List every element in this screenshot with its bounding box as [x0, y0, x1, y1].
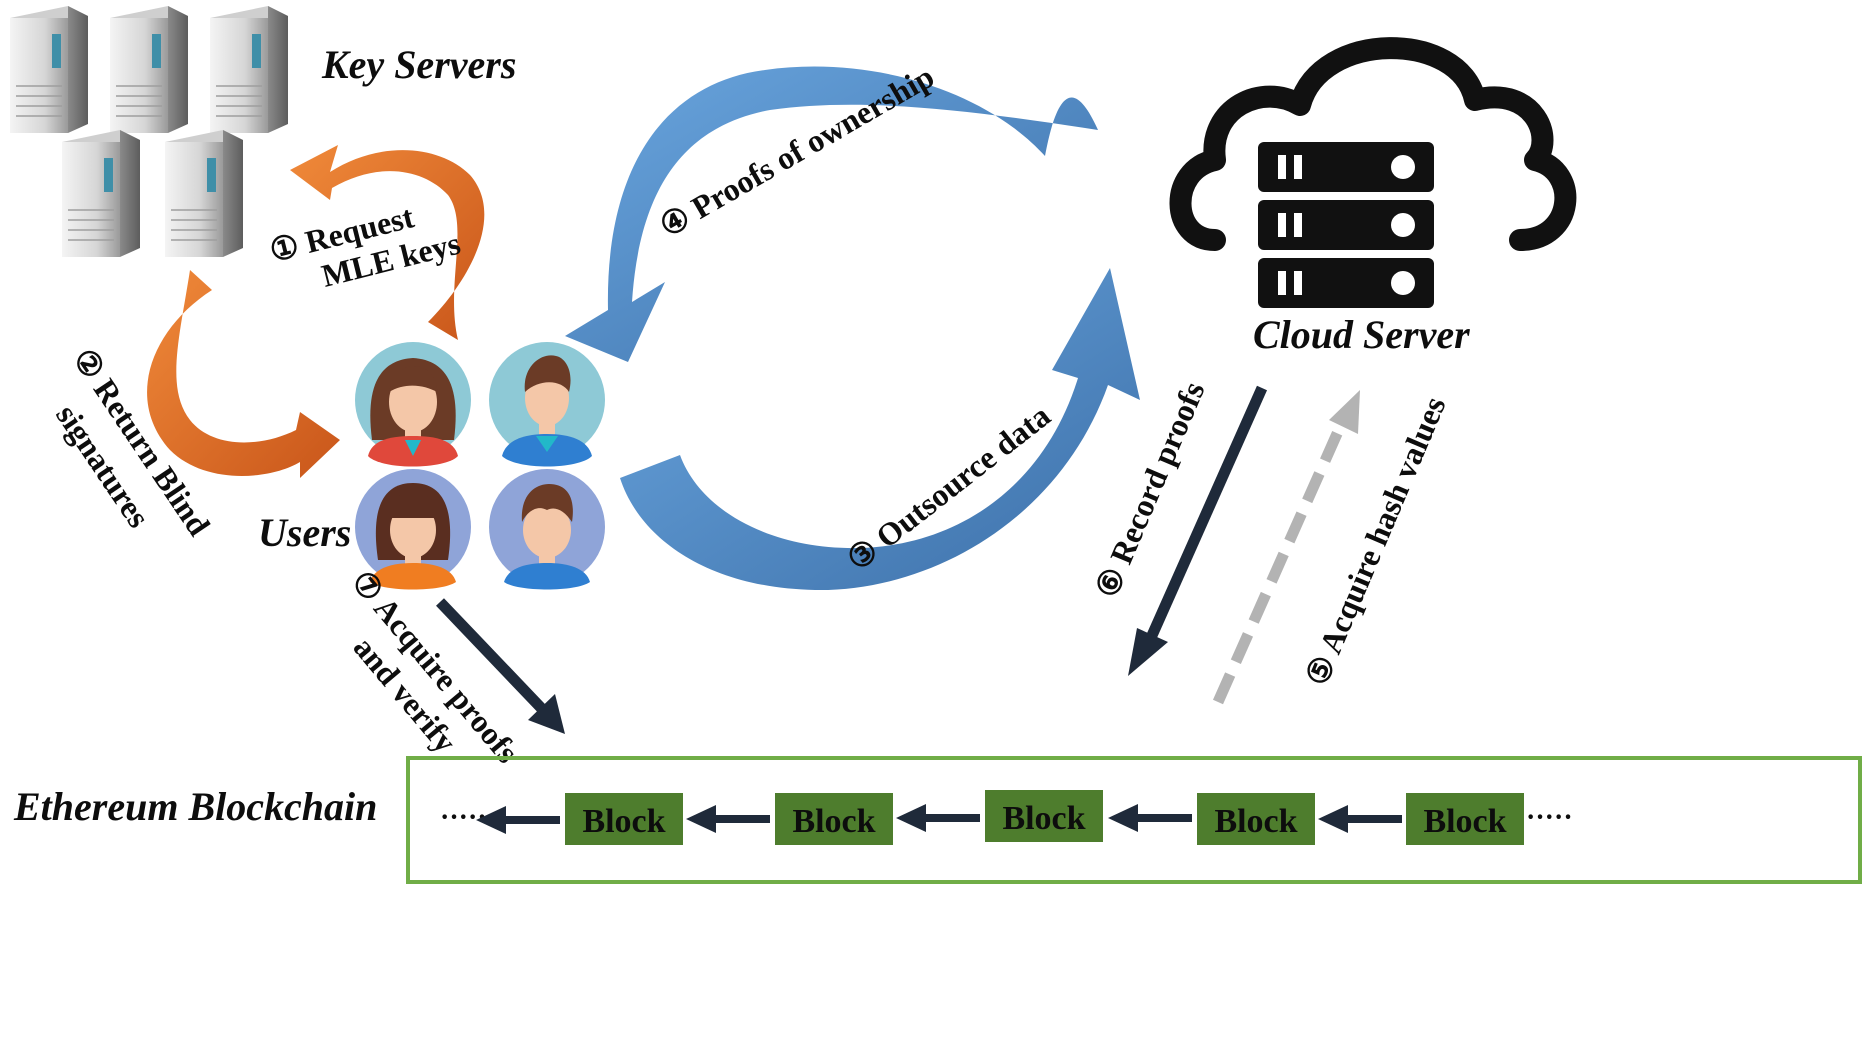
block-label: Block: [792, 803, 875, 840]
outsource-data-arrow: [620, 268, 1140, 591]
users-label: Users: [258, 510, 351, 555]
server-tower-icon: [61, 129, 141, 258]
user-avatar-icon: [489, 342, 605, 467]
step5-label: ⑤ Acquire hash values: [1298, 391, 1452, 690]
return-signatures-arrow: [147, 270, 340, 478]
server-tower-icon: [164, 129, 244, 258]
block-1: Block: [565, 793, 683, 845]
record-proofs-arrow: [1128, 385, 1268, 676]
block-2: Block: [775, 793, 893, 845]
key-servers-group: [9, 5, 289, 258]
block-4: Block: [1197, 793, 1315, 845]
block-label: Block: [1214, 803, 1297, 840]
server-tower-icon: [109, 5, 189, 134]
cloud-server-icon: [1169, 37, 1577, 308]
blockchain-blocks: Block Block Block Block Block: [565, 790, 1524, 845]
chain-link-arrow: [896, 804, 980, 832]
block-label: Block: [582, 803, 665, 840]
server-tower-icon: [9, 5, 89, 134]
chain-ellipsis-left: ·····: [440, 802, 487, 833]
chain-link-arrows: [476, 804, 1402, 834]
block-5: Block: [1406, 793, 1524, 845]
chain-link-arrow: [686, 805, 770, 833]
chain-link-arrow: [476, 806, 560, 834]
block-3: Block: [985, 790, 1103, 842]
block-label: Block: [1423, 803, 1506, 840]
server-tower-icon: [209, 5, 289, 134]
chain-ellipsis-right: ·····: [1526, 802, 1573, 833]
acquire-proofs-arrow: [436, 598, 565, 734]
block-label: Block: [1002, 800, 1085, 837]
chain-link-arrow: [1108, 804, 1192, 832]
ethereum-blockchain-label: Ethereum Blockchain: [13, 784, 377, 829]
chain-link-arrow: [1318, 805, 1402, 833]
cloud-server-label: Cloud Server: [1253, 312, 1470, 357]
blockchain-container: [406, 756, 1862, 884]
key-servers-label: Key Servers: [321, 42, 516, 87]
users-group: [355, 342, 605, 590]
step6-label: ⑥ Record proofs: [1088, 376, 1211, 602]
user-avatar-icon: [355, 342, 471, 467]
acquire-hash-arrow: [1212, 390, 1360, 705]
user-avatar-icon: [489, 469, 605, 590]
request-keys-arrow: [290, 145, 485, 340]
user-avatar-icon: [355, 469, 471, 590]
proofs-of-ownership-arrow: [565, 66, 1098, 362]
